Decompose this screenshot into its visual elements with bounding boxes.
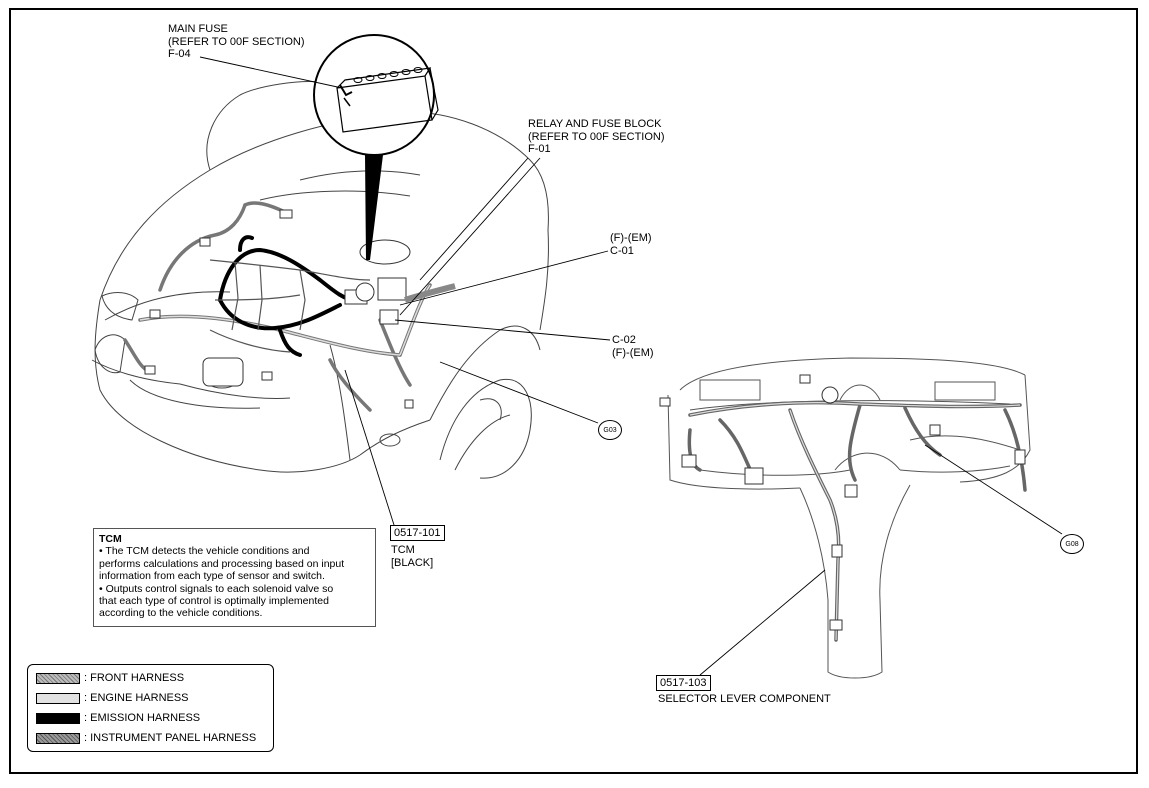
ground-g08-badge: G08 <box>1060 534 1084 554</box>
engine-harness-routing <box>209 259 371 353</box>
relay-fuse-title: RELAY AND FUSE BLOCK <box>528 118 662 130</box>
tcm-note-line: • The TCM detects the vehicle conditions… <box>99 545 310 558</box>
front-harness-routing <box>123 201 432 412</box>
main-fuse-magnifier <box>313 34 439 260</box>
relay-fuse-code: F-01 <box>528 143 551 155</box>
instrument-panel-drawing <box>667 357 1031 679</box>
main-fuse-reference: (REFER TO 00F SECTION) <box>168 35 305 48</box>
harness-legend: : FRONT HARNESS : ENGINE HARNESS : EMISS… <box>27 664 274 752</box>
legend-swatch <box>36 672 80 684</box>
legend-swatch <box>36 692 80 704</box>
legend-label: : INSTRUMENT PANEL HARNESS <box>84 732 257 744</box>
instrument-panel-connectors <box>659 374 1026 631</box>
legend-instrument-panel-harness: : INSTRUMENT PANEL HARNESS <box>36 731 256 745</box>
diagram-frame <box>9 8 1138 774</box>
tcm-note-line: • Outputs control signals to each soleno… <box>99 582 334 595</box>
relay-fuse-callout: RELAY AND FUSE BLOCK (REFER TO 00F SECTI… <box>528 118 665 156</box>
tcm-note-line: performs calculations and processing bas… <box>99 557 345 570</box>
selector-connector-code: 0517-103 <box>656 675 711 691</box>
main-fuse-code: F-04 <box>168 48 191 60</box>
c02-harness: (F)-(EM) <box>612 346 654 359</box>
emission-harness-routing <box>218 235 357 357</box>
legend-engine-harness: : ENGINE HARNESS <box>36 691 189 705</box>
engine-components <box>144 209 456 409</box>
tcm-description-box: TCM • The TCM detects the vehicle condit… <box>93 528 376 627</box>
tcm-label-name: TCM <box>391 544 415 556</box>
tcm-note-line: that each type of control is optimally i… <box>99 595 329 608</box>
tcm-note-line: information from each type of sensor and… <box>99 570 325 583</box>
legend-emission-harness: : EMISSION HARNESS <box>36 711 200 725</box>
main-fuse-title: MAIN FUSE <box>168 23 228 35</box>
selector-lever-label: SELECTOR LEVER COMPONENT <box>658 693 831 705</box>
leader-lines <box>199 56 1063 676</box>
c01-callout: (F)-(EM) C-01 <box>610 232 652 257</box>
c01-code: C-01 <box>610 244 634 257</box>
relay-fuse-reference: (REFER TO 00F SECTION) <box>528 130 665 143</box>
legend-label: : EMISSION HARNESS <box>84 712 201 724</box>
tcm-note-title: TCM <box>99 533 122 545</box>
tcm-connector-code: 0517-101 <box>390 525 445 541</box>
main-fuse-callout: MAIN FUSE (REFER TO 00F SECTION) F-04 <box>168 23 305 61</box>
ground-g03-badge: G03 <box>598 420 622 440</box>
legend-label: : ENGINE HARNESS <box>84 692 189 704</box>
legend-label: : FRONT HARNESS <box>84 672 185 684</box>
legend-swatch <box>36 732 80 744</box>
c01-harness: (F)-(EM) <box>610 232 652 244</box>
legend-front-harness: : FRONT HARNESS <box>36 671 184 685</box>
legend-swatch <box>36 712 80 724</box>
tcm-note-line: according to the vehicle conditions. <box>99 607 263 620</box>
tcm-label-color: [BLACK] <box>391 556 434 569</box>
c02-callout: C-02 (F)-(EM) <box>612 334 654 359</box>
tcm-connector-label: TCM [BLACK] <box>391 544 433 569</box>
c02-code: C-02 <box>612 334 636 346</box>
